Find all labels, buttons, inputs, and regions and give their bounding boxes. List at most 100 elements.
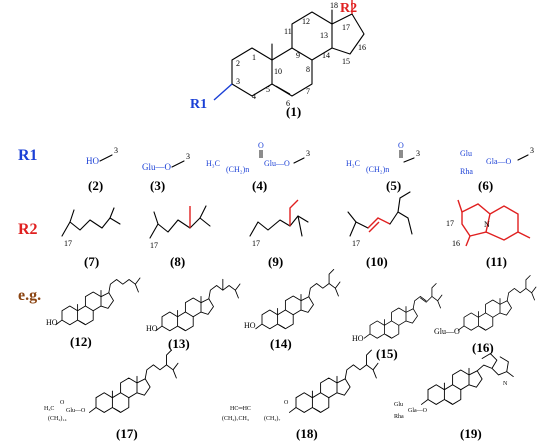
c18-label: 18 (330, 1, 338, 10)
steroid-16 (457, 275, 537, 331)
r1-group-6: Glu Gla—O Rha 3 (6) (460, 146, 534, 193)
core-r1-label: R1 (190, 97, 207, 112)
r1-group-4: H₃C (CH₂)n O Glu—O 3 (4) (206, 141, 310, 193)
c13-label: 13 (320, 31, 328, 40)
r2-group-8: 17 (8) (149, 205, 211, 269)
svg-text:Gla—O: Gla—O (408, 408, 428, 414)
svg-text:3: 3 (114, 146, 118, 155)
svg-text:HO: HO (244, 321, 256, 330)
compound-10-label: (10) (366, 254, 388, 269)
c8-label: 8 (306, 65, 310, 74)
svg-text:(CH₂)n: (CH₂)n (366, 165, 389, 174)
r2-group-11: N 17 16 (11) (446, 199, 531, 269)
c5-label: 5 (266, 85, 270, 94)
compound-2-label: (2) (88, 178, 103, 193)
steroid-14 (255, 269, 341, 330)
compound-19-label: (19) (460, 426, 482, 441)
c15-label: 15 (342, 57, 350, 66)
compound-13-label: (13) (168, 336, 190, 351)
core-r2-label: R2 (340, 1, 357, 16)
svg-text:O: O (60, 400, 65, 406)
steroid-17 (88, 349, 179, 413)
svg-text:(CH₂)n: (CH₂)n (226, 165, 249, 174)
row-r1-label: R1 (18, 147, 38, 164)
svg-text:Glu—O: Glu—O (434, 327, 460, 336)
c7-label: 7 (306, 87, 310, 96)
svg-text:17: 17 (446, 219, 454, 228)
compound-3-label: (3) (150, 178, 165, 193)
c11-label: 11 (284, 27, 292, 36)
svg-text:16: 16 (452, 239, 460, 248)
steroid-15 (363, 283, 443, 339)
svg-text:HO: HO (352, 334, 364, 343)
svg-text:Glu—O: Glu—O (264, 159, 290, 168)
c14-label: 14 (322, 51, 330, 60)
compound-11-label: (11) (486, 254, 507, 269)
svg-text:17: 17 (150, 241, 158, 250)
svg-text:(CH₂)₇: (CH₂)₇ (264, 415, 281, 422)
compound-9-label: (9) (268, 254, 283, 269)
steroid-12 (55, 277, 141, 326)
svg-text:HC═HC: HC═HC (230, 406, 251, 412)
svg-text:Glu—O: Glu—O (66, 408, 86, 414)
svg-text:H₃C: H₃C (44, 406, 54, 412)
compound-5-label: (5) (386, 178, 401, 193)
c6-label: 6 (286, 99, 290, 108)
c16-label: 16 (358, 43, 366, 52)
svg-text:Glu: Glu (460, 149, 472, 158)
c3-label: 3 (236, 77, 240, 86)
c12-label: 12 (302, 17, 310, 26)
svg-text:(CH₂)₁₄: (CH₂)₁₄ (48, 415, 67, 422)
svg-text:3: 3 (186, 152, 190, 161)
compound-6-label: (6) (478, 178, 493, 193)
svg-text:Rha: Rha (394, 414, 404, 420)
r2-group-9: 17 (9) (249, 199, 309, 269)
compound-8-label: (8) (170, 254, 185, 269)
compound-14-label: (14) (270, 336, 292, 351)
c10-label: 10 (274, 67, 282, 76)
c9-label: 9 (296, 51, 300, 60)
row-r2-label: R2 (18, 221, 38, 238)
c1-label: 1 (252, 53, 256, 62)
examples-row-1 (55, 269, 537, 339)
svg-text:17: 17 (352, 239, 360, 248)
c2-label: 2 (236, 59, 240, 68)
svg-text:3: 3 (530, 146, 534, 155)
compound-16-label: (16) (472, 340, 494, 355)
svg-text:N: N (503, 381, 508, 387)
r1-group-5: H₃C (CH₂)n O 3 (5) (346, 141, 420, 193)
steroid-18 (288, 349, 379, 413)
r2-group-10: 17 (10) (347, 191, 413, 269)
svg-text:Rha: Rha (460, 167, 473, 176)
svg-text:O: O (284, 400, 289, 406)
svg-text:HO: HO (46, 318, 58, 327)
row-eg-label: e.g. (18, 287, 41, 304)
svg-text:O: O (258, 141, 264, 150)
svg-text:Gla—O: Gla—O (486, 157, 512, 166)
svg-text:Glu: Glu (394, 402, 403, 408)
examples-row-2 (88, 349, 514, 413)
compound-7-label: (7) (84, 254, 99, 269)
c17-label: 17 (342, 23, 350, 32)
svg-text:H₃C: H₃C (206, 159, 220, 168)
svg-text:17: 17 (64, 239, 72, 248)
compound-17-label: (17) (116, 426, 138, 441)
steroid-19 (420, 353, 514, 405)
svg-text:3: 3 (416, 149, 420, 158)
compound-15-label: (15) (376, 346, 398, 361)
r2-group-7: 17 (7) (61, 207, 121, 269)
compound-4-label: (4) (252, 178, 267, 193)
r1-group-2: HO 3 (2) (86, 146, 118, 193)
compound-12-label: (12) (70, 334, 92, 349)
svg-text:H₃C: H₃C (346, 159, 360, 168)
c4-label: 4 (252, 92, 256, 101)
core-carbon-numbers: 1 2 3 4 5 6 7 8 9 10 11 12 13 14 15 16 1… (236, 1, 366, 108)
compound-18-label: (18) (296, 426, 318, 441)
svg-text:17: 17 (252, 239, 260, 248)
svg-text:O: O (398, 141, 404, 150)
svg-text:3: 3 (306, 149, 310, 158)
svg-text:N: N (484, 220, 490, 229)
svg-text:Glu—O: Glu—O (142, 162, 172, 172)
core-steroid (213, 0, 365, 101)
